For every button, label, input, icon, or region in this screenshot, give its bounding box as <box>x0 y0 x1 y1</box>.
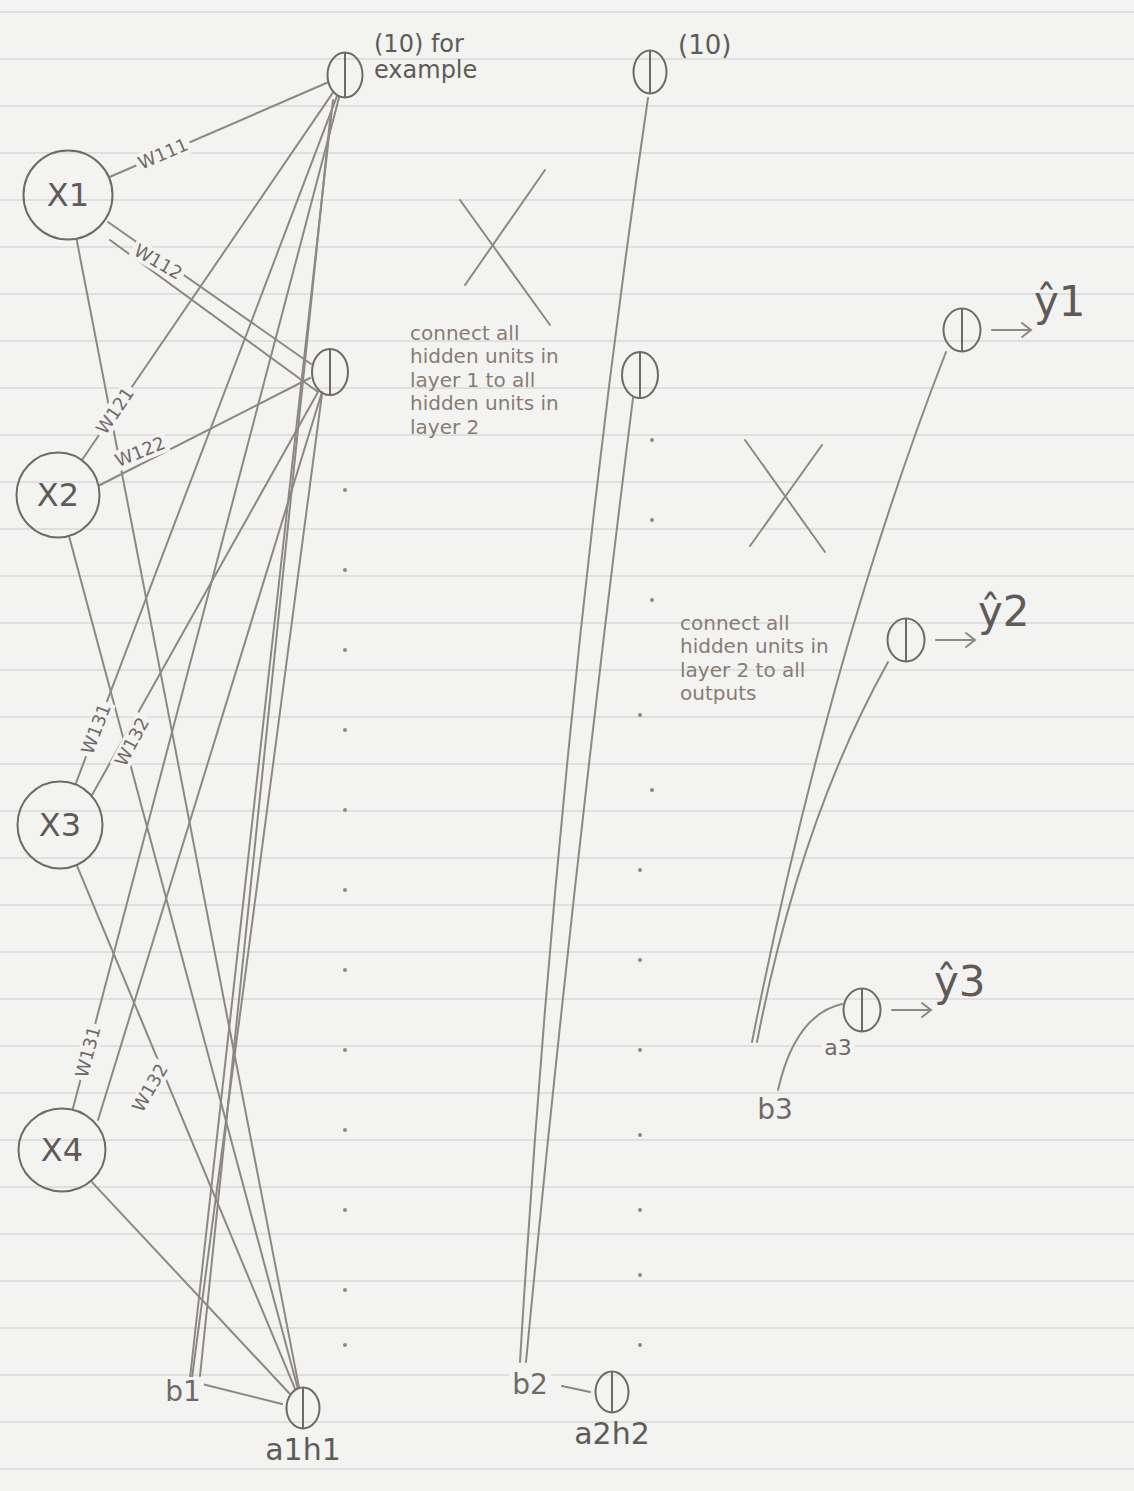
weight-label: W121 <box>91 381 140 440</box>
unit-symbol <box>632 49 668 95</box>
weight-connection <box>69 537 297 1387</box>
node-text: X3 <box>39 806 81 844</box>
weight-label: W132 <box>127 1058 173 1118</box>
paper-lines <box>0 12 1134 1469</box>
weight-connection <box>77 866 295 1388</box>
bias-label: b2 <box>509 1370 551 1401</box>
input-node: X2 <box>15 451 101 539</box>
weight-connection <box>83 93 333 459</box>
activation-label: a3 <box>821 1036 854 1060</box>
weight-connection <box>77 240 299 1386</box>
weight-label: W132 <box>110 712 155 773</box>
unit-symbol <box>842 987 882 1033</box>
weight-label: W131 <box>77 698 116 759</box>
weight-label: W111 <box>133 133 194 174</box>
hidden-unit: (10) <box>632 49 668 95</box>
weight-connection <box>73 98 339 1109</box>
unit-symbol <box>326 51 364 99</box>
input-node: X3 <box>16 780 104 870</box>
weight-connection <box>92 1182 289 1393</box>
node-text: a1h1 <box>265 1432 341 1467</box>
note-text: connect all hidden units in layer 1 to a… <box>410 322 560 439</box>
weight-label: W122 <box>109 432 170 472</box>
bias-label: b1 <box>162 1377 204 1408</box>
unit-symbol <box>886 617 926 663</box>
node-text: X4 <box>41 1131 83 1169</box>
bias-label: b3 <box>754 1095 796 1126</box>
note-text: connect all hidden units in layer 2 to a… <box>680 612 830 706</box>
node-text: (10) for example <box>374 31 504 84</box>
node-text: a2h2 <box>574 1416 650 1451</box>
ellipsis-dots <box>343 438 654 1347</box>
node-text: ŷ2 <box>978 589 1058 635</box>
hidden-unit: a1h1 <box>285 1386 321 1430</box>
input-node: X4 <box>17 1107 107 1193</box>
unit-symbol <box>942 307 982 353</box>
node-text: ŷ3 <box>934 959 1014 1005</box>
input-node: X1 <box>22 149 114 241</box>
node-text: X2 <box>37 476 79 514</box>
node-text: (10) <box>678 31 758 60</box>
output-unit: ŷ3 <box>842 987 882 1033</box>
weight-label: W112 <box>128 239 188 285</box>
weight-label: W131 <box>71 1022 105 1083</box>
hidden-unit: (10) for example <box>326 51 364 99</box>
output-unit: ŷ2 <box>886 617 926 663</box>
output-unit: ŷ1 <box>942 307 982 353</box>
node-text: X1 <box>47 176 89 214</box>
connection-lines <box>92 98 1031 1404</box>
unit-symbol <box>594 1370 630 1414</box>
hidden-unit: a2h2 <box>594 1370 630 1414</box>
unit-symbol <box>285 1386 321 1430</box>
weight-connection <box>110 83 327 177</box>
node-text: ŷ1 <box>1034 279 1114 325</box>
